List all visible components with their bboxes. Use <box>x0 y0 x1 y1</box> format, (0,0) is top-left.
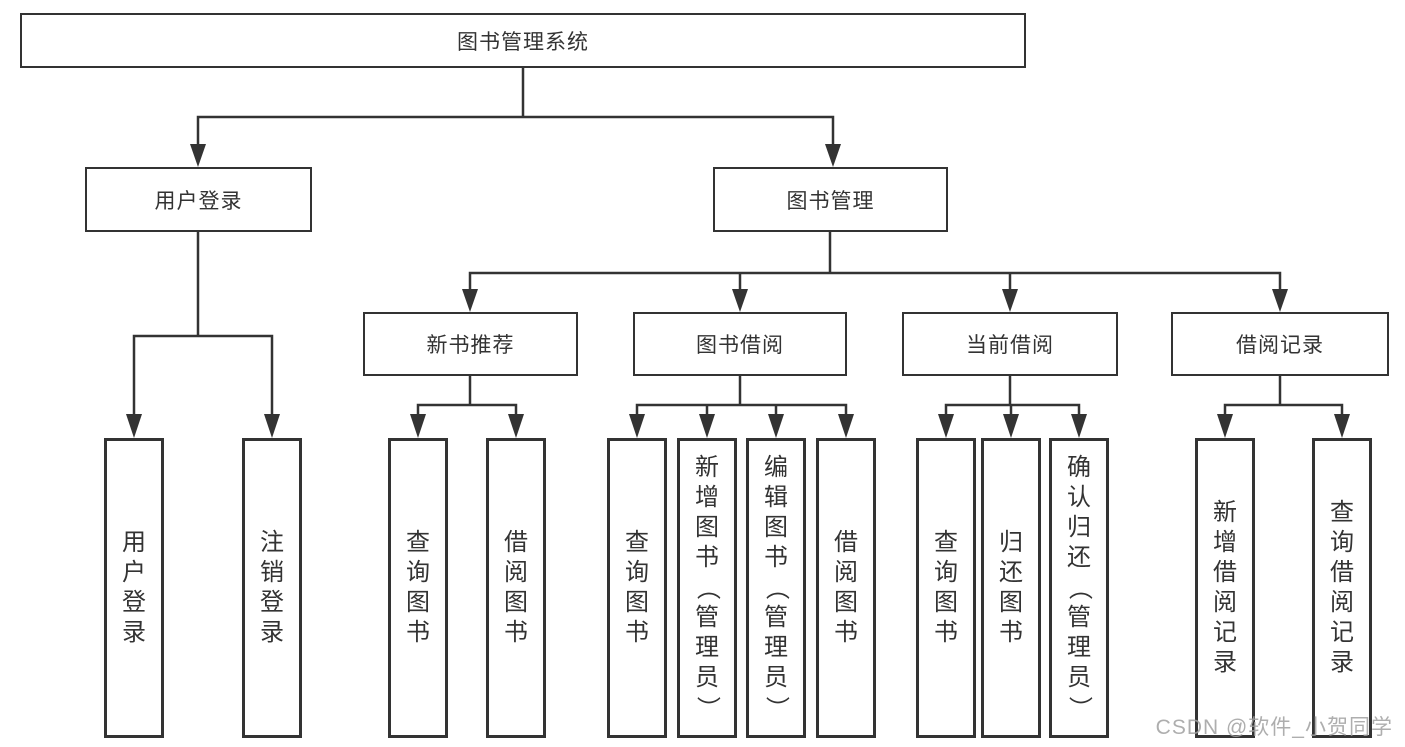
node-leaf-cb-query-books-label: 查询图书 <box>934 529 958 646</box>
node-borrow-records: 借阅记录 <box>1171 312 1389 376</box>
node-new-books-label: 新书推荐 <box>426 334 515 357</box>
arrowhead <box>410 414 426 438</box>
node-leaf-bb-edit-books-admin: 编辑图书（管理员） <box>746 438 806 738</box>
arrowhead <box>629 414 645 438</box>
node-book-mgmt-label: 图书管理 <box>786 189 875 213</box>
node-leaf-cb-return-books-label: 归还图书 <box>999 529 1023 646</box>
node-current-borrow-label: 当前借阅 <box>966 334 1054 357</box>
arrowhead <box>126 414 142 438</box>
node-book-borrow: 图书借阅 <box>633 312 847 376</box>
node-leaf-br-query-record-label: 查询借阅记录 <box>1330 499 1354 676</box>
arrowhead <box>825 144 841 167</box>
watermark: CSDN @软件_小贺同学 <box>1155 716 1393 739</box>
node-leaf-logout-label: 注销登录 <box>260 529 284 646</box>
arrowhead <box>768 414 784 438</box>
arrowhead <box>1002 289 1018 312</box>
arrowhead <box>1071 414 1087 438</box>
node-leaf-cb-confirm-return-admin: 确认归还（管理员） <box>1049 438 1109 738</box>
node-leaf-bb-add-books-admin: 新增图书（管理员） <box>677 438 737 738</box>
node-leaf-br-add-record-label: 新增借阅记录 <box>1213 499 1237 676</box>
node-leaf-user-login: 用户登录 <box>104 438 164 738</box>
node-book-mgmt: 图书管理 <box>713 167 948 232</box>
node-leaf-nb-borrow-books-label: 借阅图书 <box>504 529 528 646</box>
arrowhead <box>732 289 748 312</box>
arrowhead <box>508 414 524 438</box>
arrowhead <box>264 414 280 438</box>
arrowhead <box>190 144 206 167</box>
node-leaf-bb-add-books-admin-label: 新增图书（管理员） <box>694 454 721 720</box>
node-user-login-label: 用户登录 <box>154 189 243 213</box>
node-leaf-br-add-record: 新增借阅记录 <box>1195 438 1255 738</box>
node-leaf-bb-borrow-books: 借阅图书 <box>816 438 876 738</box>
node-current-borrow: 当前借阅 <box>902 312 1118 376</box>
node-leaf-br-query-record: 查询借阅记录 <box>1312 438 1372 738</box>
arrowhead <box>1334 414 1350 438</box>
arrowhead <box>462 289 478 312</box>
node-leaf-cb-return-books: 归还图书 <box>981 438 1041 738</box>
node-leaf-bb-query-books-label: 查询图书 <box>625 529 649 646</box>
arrowhead <box>1217 414 1233 438</box>
arrowhead <box>938 414 954 438</box>
node-leaf-logout: 注销登录 <box>242 438 302 738</box>
node-borrow-records-label: 借阅记录 <box>1236 334 1324 357</box>
node-leaf-nb-query-books-label: 查询图书 <box>406 529 430 646</box>
node-user-login: 用户登录 <box>85 167 312 232</box>
node-leaf-user-login-label: 用户登录 <box>122 529 146 646</box>
arrowhead <box>699 414 715 438</box>
node-root-label: 图书管理系统 <box>457 30 589 54</box>
node-leaf-nb-query-books: 查询图书 <box>388 438 448 738</box>
arrowhead <box>1003 414 1019 438</box>
node-leaf-cb-confirm-return-admin-label: 确认归还（管理员） <box>1066 454 1093 720</box>
node-root: 图书管理系统 <box>20 13 1026 68</box>
arrowhead <box>1272 289 1288 312</box>
node-leaf-cb-query-books: 查询图书 <box>916 438 976 738</box>
node-leaf-bb-query-books: 查询图书 <box>607 438 667 738</box>
node-leaf-nb-borrow-books: 借阅图书 <box>486 438 546 738</box>
node-book-borrow-label: 图书借阅 <box>696 334 784 357</box>
node-leaf-bb-edit-books-admin-label: 编辑图书（管理员） <box>763 454 790 720</box>
arrowhead <box>838 414 854 438</box>
node-leaf-bb-borrow-books-label: 借阅图书 <box>834 529 858 646</box>
node-new-books: 新书推荐 <box>363 312 578 376</box>
